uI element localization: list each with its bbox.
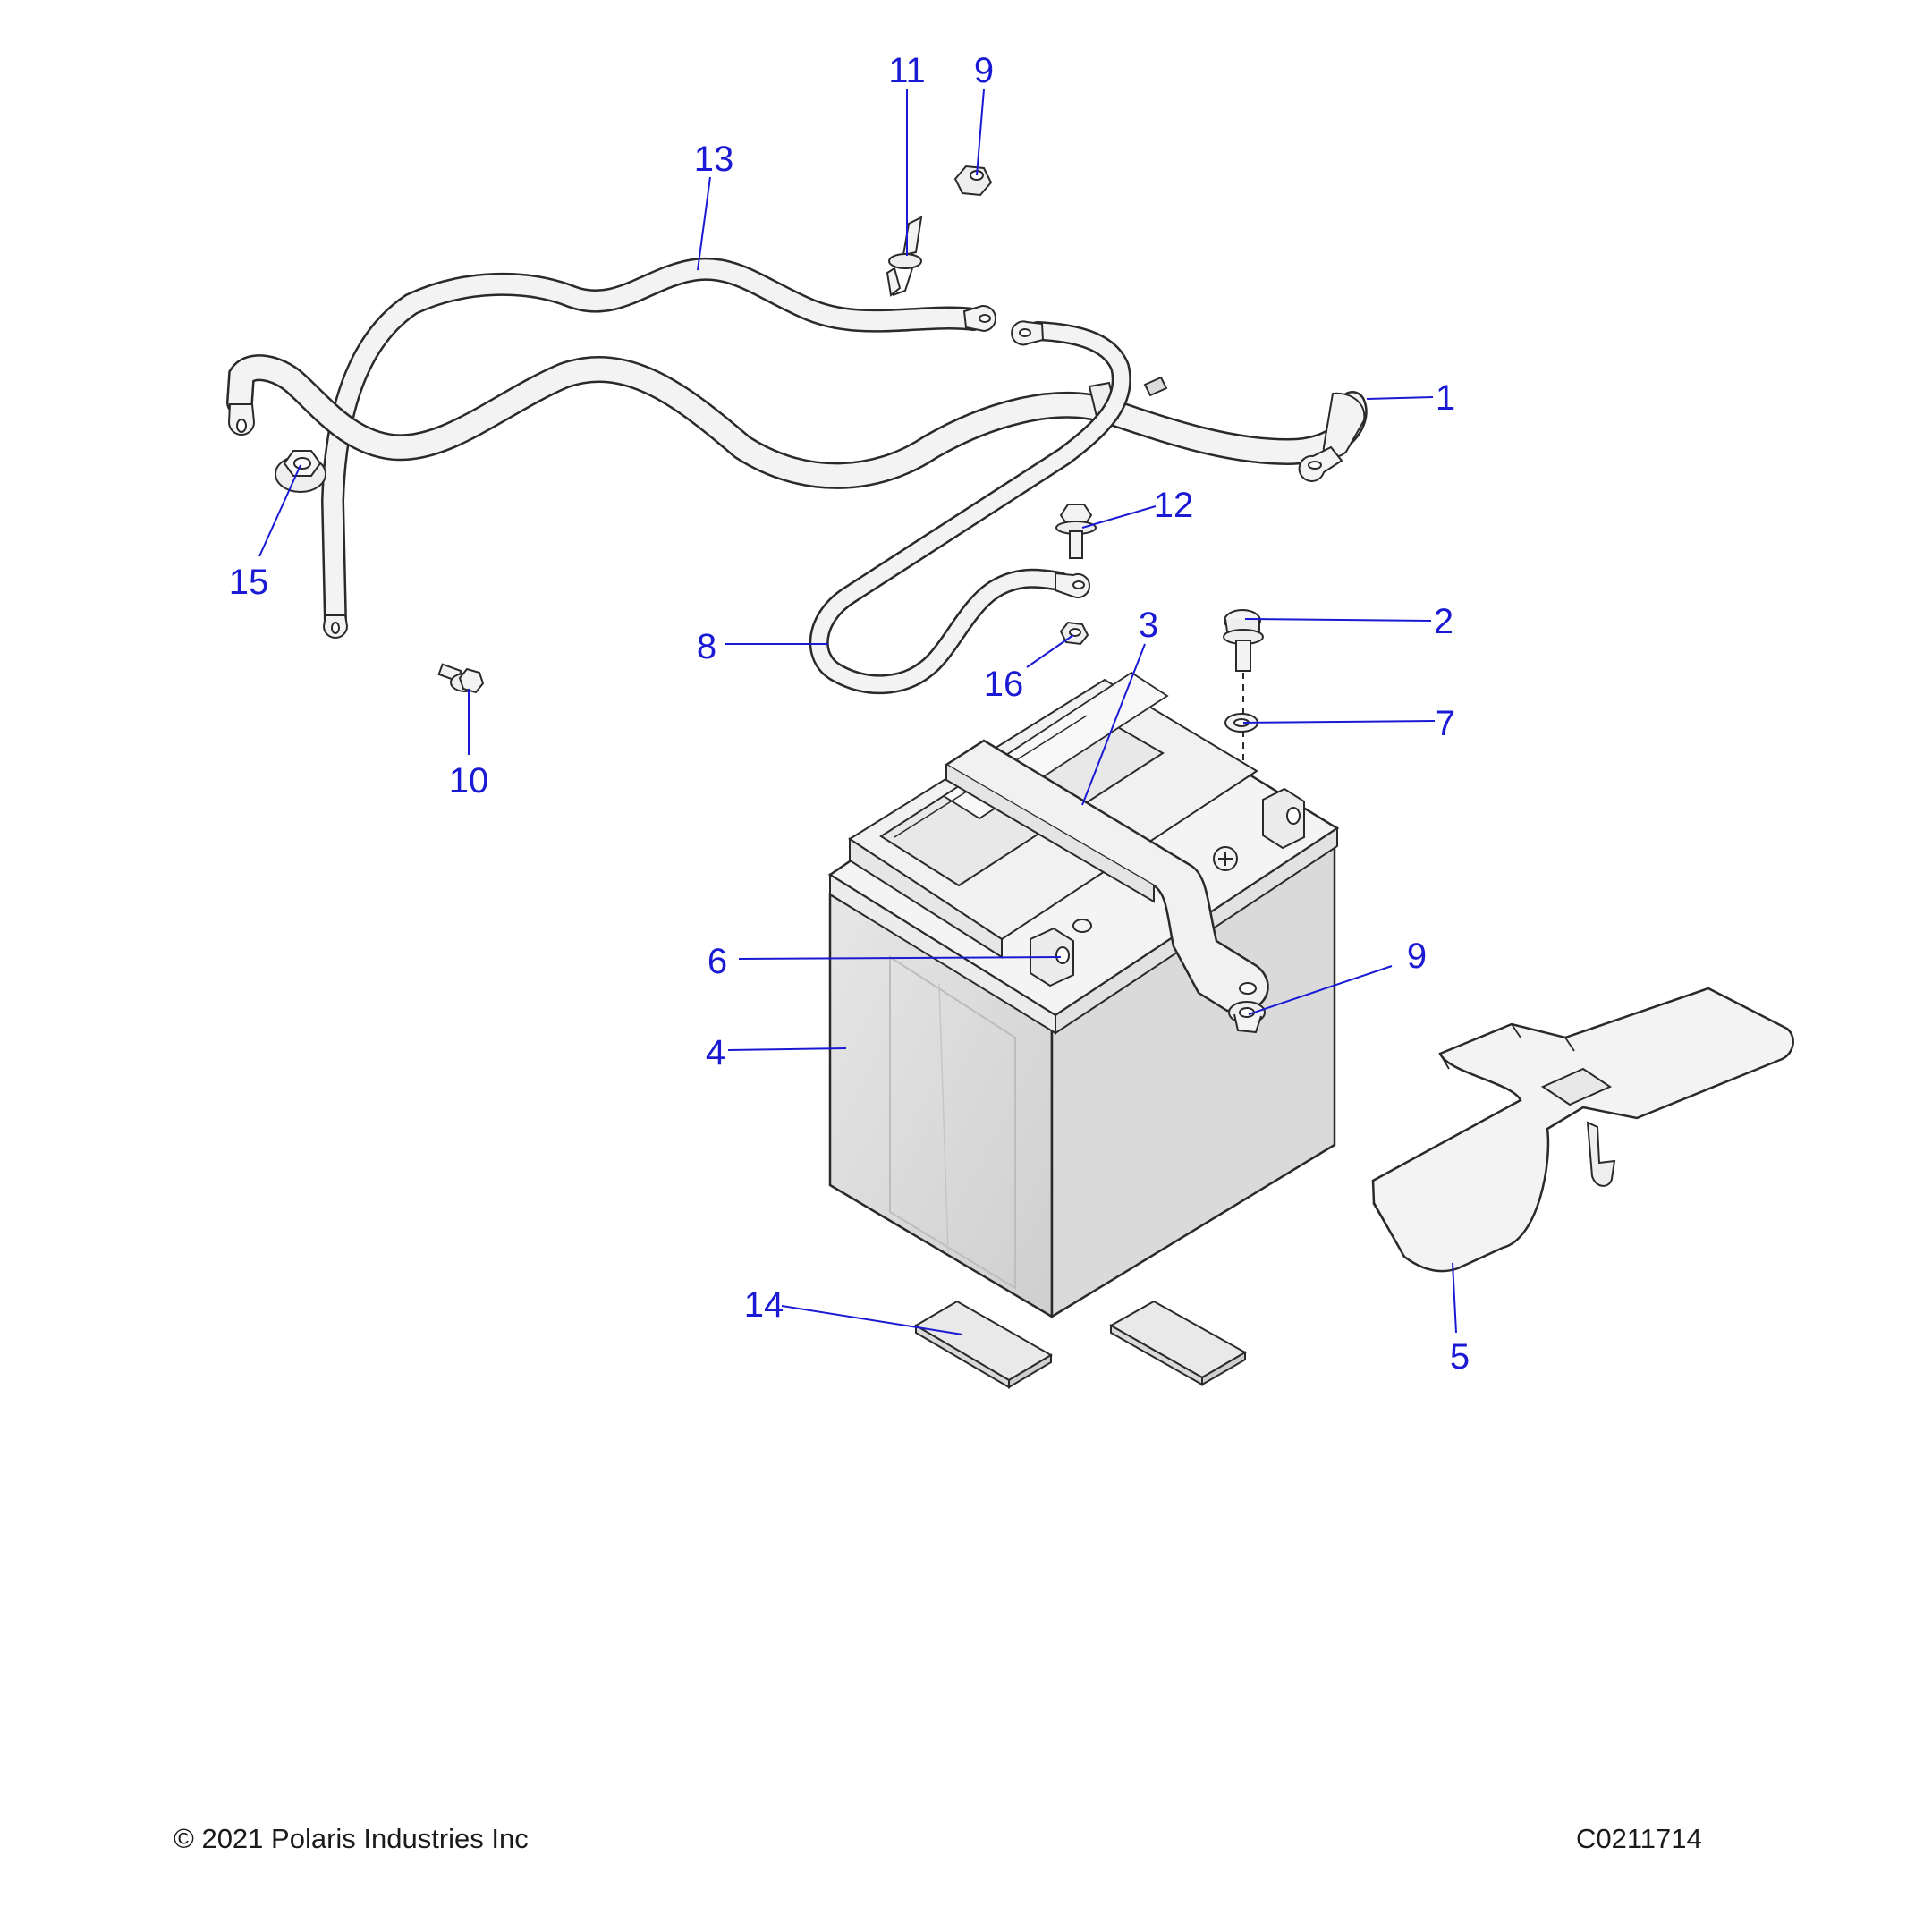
callout-10: 10 bbox=[449, 761, 489, 801]
callout-12: 12 bbox=[1154, 486, 1194, 525]
callout-5: 5 bbox=[1450, 1337, 1470, 1377]
leader-16 bbox=[1026, 634, 1074, 668]
cable-8-terminal-bottom bbox=[1055, 572, 1090, 598]
callout-9-top: 9 bbox=[974, 51, 994, 90]
cable-13 bbox=[320, 257, 997, 639]
nut-9-bottom bbox=[1228, 1001, 1266, 1034]
callout-9-bottom: 9 bbox=[1407, 936, 1427, 976]
leader-lines bbox=[258, 89, 1457, 1335]
leader-14 bbox=[781, 1305, 963, 1335]
callout-6: 6 bbox=[708, 942, 727, 981]
bolt-2 bbox=[1223, 609, 1264, 672]
leader-4 bbox=[727, 1047, 847, 1051]
leader-7 bbox=[1242, 720, 1436, 724]
leader-12 bbox=[1081, 505, 1157, 529]
cable-1-terminal-left-hole bbox=[236, 419, 247, 433]
cable-8 bbox=[809, 320, 1131, 695]
drawing-number: C0211714 bbox=[1576, 1823, 1702, 1854]
strap-3 bbox=[944, 739, 1269, 1013]
callout-1: 1 bbox=[1436, 378, 1455, 418]
bolt-10 bbox=[437, 663, 485, 694]
push-rivet-11 bbox=[886, 216, 923, 297]
cable-1-terminal-right-hole bbox=[1308, 461, 1322, 470]
callout-11: 11 bbox=[888, 51, 926, 90]
callout-16: 16 bbox=[984, 665, 1024, 704]
cover-5 bbox=[1371, 987, 1794, 1273]
callout-13: 13 bbox=[694, 140, 734, 179]
callout-8: 8 bbox=[697, 627, 716, 666]
leader-6 bbox=[738, 956, 1062, 960]
copyright-notice: © 2021 Polaris Industries Inc bbox=[174, 1823, 529, 1854]
pad-14-right bbox=[1108, 1300, 1248, 1386]
callout-labels: 11 9 13 1 12 15 2 3 8 16 7 10 9 6 4 14 5 bbox=[229, 51, 1470, 1377]
leader-1 bbox=[1366, 396, 1434, 400]
leader-9-bottom bbox=[1248, 965, 1393, 1015]
leader-2 bbox=[1244, 618, 1432, 622]
pad-14-left bbox=[914, 1300, 1053, 1389]
cable-8-terminal-top-hole bbox=[1019, 328, 1031, 337]
battery-minus-marking bbox=[1072, 919, 1092, 933]
battery-terminal-right bbox=[1262, 787, 1305, 850]
leader-5 bbox=[1452, 1262, 1457, 1334]
leader-15 bbox=[258, 464, 301, 557]
callout-2: 2 bbox=[1434, 602, 1453, 641]
cable-1-stud bbox=[1143, 376, 1168, 397]
callout-14: 14 bbox=[744, 1285, 784, 1325]
cable-1 bbox=[226, 354, 1368, 489]
cable-13-terminal-bottom-hole bbox=[331, 622, 340, 634]
callout-15: 15 bbox=[229, 563, 269, 602]
callout-7: 7 bbox=[1436, 704, 1455, 743]
leader-3 bbox=[1081, 643, 1146, 806]
bolt-12 bbox=[1055, 504, 1097, 559]
cable-8-terminal-bottom-hole bbox=[1072, 580, 1085, 589]
leader-9-top bbox=[976, 89, 985, 176]
callout-3: 3 bbox=[1139, 606, 1158, 645]
callout-4: 4 bbox=[706, 1033, 725, 1072]
leader-13 bbox=[697, 176, 711, 271]
nut-9-top bbox=[953, 165, 993, 197]
flange-nut-15 bbox=[275, 450, 326, 493]
washer-7 bbox=[1224, 713, 1258, 733]
cable-13-terminal-top-hole bbox=[979, 314, 991, 323]
